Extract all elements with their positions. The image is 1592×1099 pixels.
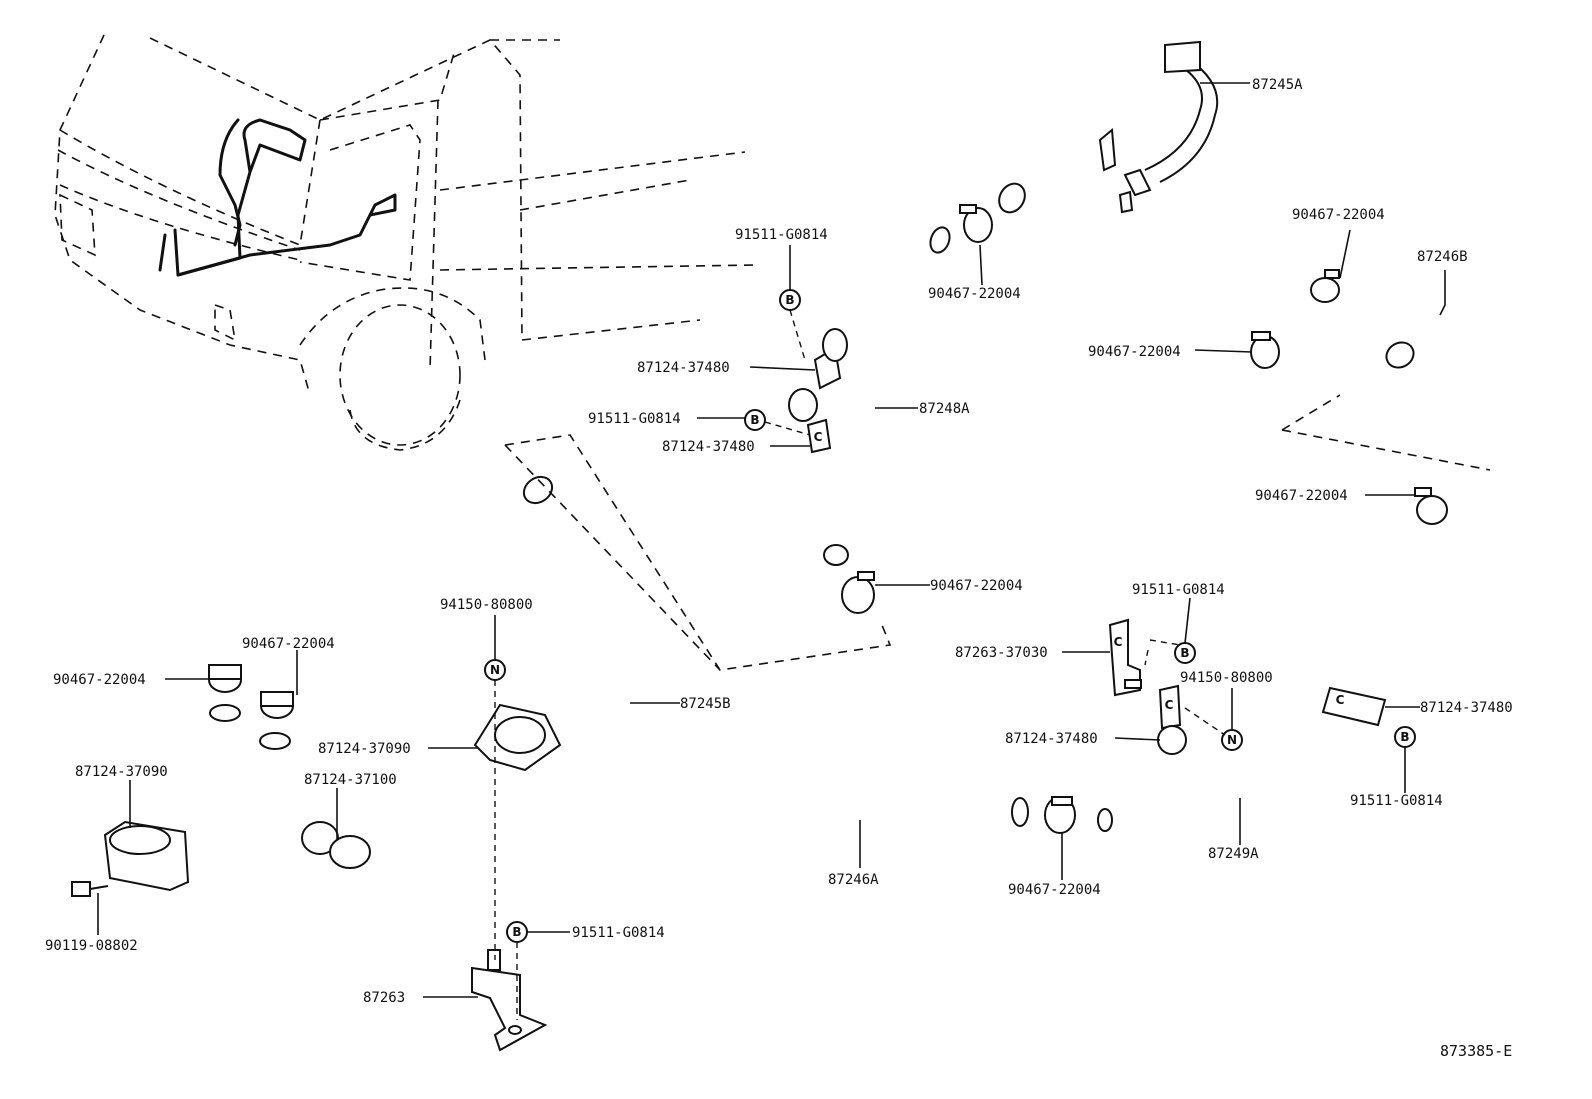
part-labels: 87245A 90467-22004 87246B 91511-G0814 90…	[45, 77, 1513, 1060]
nut-symbol-b: N	[1221, 729, 1243, 751]
label-clip-c: 87124-37480	[1005, 731, 1098, 747]
label-nut-b: 94150-80800	[1180, 670, 1273, 686]
svg-text:B: B	[1400, 730, 1409, 744]
hose-87246B	[1281, 318, 1493, 471]
bolt-symbol-a: B	[779, 289, 801, 311]
label-clamp-c: 90467-22004	[1088, 344, 1181, 360]
diagram-reference-id: 873385-E	[1440, 1042, 1512, 1060]
label-bracket-37030: 87263-37030	[955, 645, 1048, 661]
clips-and-holders: C C C C	[71, 328, 1387, 1052]
label-bolt-08802: 90119-08802	[45, 938, 138, 954]
leader-lines	[97, 82, 1446, 998]
label-clamp-e: 90467-22004	[930, 578, 1023, 594]
label-bolt-b: 91511-G0814	[588, 411, 681, 427]
hose-87248A	[789, 226, 951, 566]
label-holder-37100: 87124-37100	[304, 772, 397, 788]
svg-text:N: N	[1227, 733, 1237, 747]
bolt-symbol-b: B	[744, 409, 766, 431]
label-bolt-a: 91511-G0814	[735, 227, 828, 243]
hose-clamps	[208, 204, 1448, 834]
clamp-b	[1310, 269, 1340, 303]
clip-d-shape	[1321, 686, 1387, 727]
bolt-symbol-c: B	[1174, 642, 1196, 664]
clip-symbol-c: C	[1165, 698, 1174, 712]
svg-text:B: B	[785, 293, 794, 307]
clamp-h	[260, 691, 294, 719]
nut-symbol-a: N	[484, 659, 506, 681]
clamp-a	[959, 204, 993, 243]
label-clip-d: 87124-37480	[1420, 700, 1513, 716]
label-clip-a: 87124-37480	[637, 360, 730, 376]
label-clamp-g: 90467-22004	[53, 672, 146, 688]
label-87246B: 87246B	[1417, 249, 1468, 265]
svg-text:B: B	[750, 413, 759, 427]
label-clamp-a: 90467-22004	[928, 286, 1021, 302]
clip-symbol-b: C	[1114, 635, 1123, 649]
clip-c-shape	[1158, 684, 1182, 730]
svg-text:B: B	[1180, 646, 1189, 660]
truck-cab-illustration	[54, 34, 756, 451]
hose-87249A	[1095, 525, 1400, 832]
hose-87246A	[209, 702, 1033, 943]
clamp-g	[208, 664, 242, 693]
clip-b-shape	[806, 418, 832, 454]
svg-text:B: B	[512, 925, 521, 939]
label-87249A: 87249A	[1208, 846, 1259, 862]
label-bolt-c: 91511-G0814	[1132, 582, 1225, 598]
label-nut-a: 94150-80800	[440, 597, 533, 613]
hose-87245B	[265, 434, 892, 893]
label-bracket-87263: 87263	[363, 990, 405, 1006]
svg-text:N: N	[490, 663, 500, 677]
label-clamp-d: 90467-22004	[1255, 488, 1348, 504]
label-clamp-f: 90467-22004	[1008, 882, 1101, 898]
label-87246A: 87246A	[828, 872, 879, 888]
hose-87245A	[998, 40, 1313, 273]
label-87245A: 87245A	[1252, 77, 1303, 93]
label-bolt-e: 91511-G0814	[572, 925, 665, 941]
clamp-f	[1044, 796, 1076, 834]
label-clamp-b: 90467-22004	[1292, 207, 1385, 223]
bolt-symbol-e: B	[506, 921, 528, 943]
label-87248A: 87248A	[919, 401, 970, 417]
label-87245B: 87245B	[680, 696, 731, 712]
clip-symbol-a: C	[814, 430, 823, 444]
bracket-87263-shape	[471, 966, 548, 1052]
clip-symbol-d: C	[1336, 693, 1345, 707]
label-holder-b: 87124-37090	[75, 764, 168, 780]
fastener-symbols: B B B B B N N	[484, 289, 1416, 1020]
label-clamp-h: 90467-22004	[242, 636, 335, 652]
label-holder-a: 87124-37090	[318, 741, 411, 757]
clamp-e	[841, 571, 875, 614]
label-clip-b: 87124-37480	[662, 439, 755, 455]
label-bolt-d: 91511-G0814	[1350, 793, 1443, 809]
clamp-d	[1414, 487, 1448, 525]
bolt-symbol-d: B	[1394, 726, 1416, 748]
clamp-c	[1250, 331, 1280, 369]
